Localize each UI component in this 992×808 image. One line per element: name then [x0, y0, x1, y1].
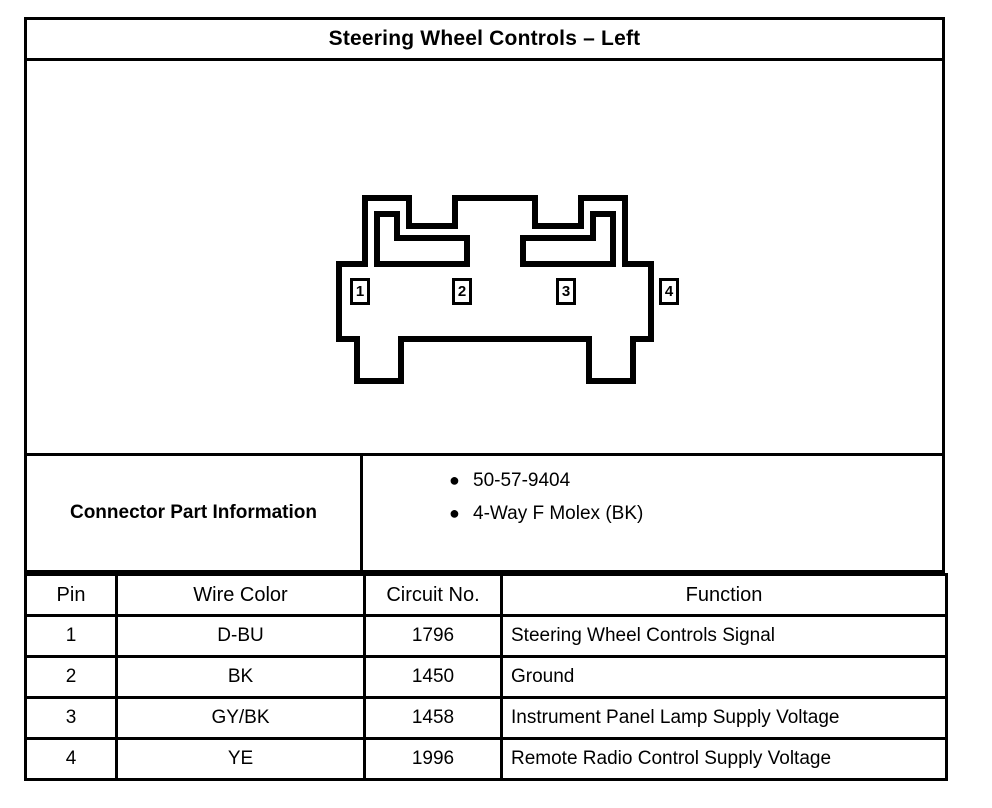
title-bar: Steering Wheel Controls – Left [24, 17, 945, 61]
cell-circuit-no: 1796 [363, 614, 503, 658]
cell-function: Instrument Panel Lamp Supply Voltage [500, 696, 948, 740]
cell-wire-color: YE [115, 737, 366, 781]
pin-marker-4-label: 4 [664, 283, 674, 300]
column-header-wire-color: Wire Color [115, 573, 366, 617]
column-header-pin: Pin [24, 573, 118, 617]
pin-marker-3-label: 3 [561, 283, 571, 300]
table-row: 2 BK 1450 Ground [24, 655, 948, 699]
pin-assignment-table: Pin Wire Color Circuit No. Function 1 D-… [24, 573, 948, 781]
connector-diagram-panel: 1 2 3 4 [24, 58, 945, 456]
list-item: ● 4-Way F Molex (BK) [449, 503, 942, 525]
connector-outline-icon [336, 195, 654, 384]
list-item: ● 50-57-9404 [449, 470, 942, 492]
cell-function: Steering Wheel Controls Signal [500, 614, 948, 658]
table-row: 3 GY/BK 1458 Instrument Panel Lamp Suppl… [24, 696, 948, 740]
cell-pin: 4 [24, 737, 118, 781]
pin-marker-1-label: 1 [355, 283, 365, 300]
connector-part-information-block: Connector Part Information ● 50-57-9404 … [24, 453, 945, 573]
cell-circuit-no: 1450 [363, 655, 503, 699]
column-header-circuit-no: Circuit No. [363, 573, 503, 617]
cell-circuit-no: 1996 [363, 737, 503, 781]
pin-marker-1: 1 [350, 278, 370, 305]
column-header-function: Function [500, 573, 948, 617]
cell-wire-color: D-BU [115, 614, 366, 658]
connector-drawing: 1 2 3 4 [295, 186, 695, 396]
cell-pin: 3 [24, 696, 118, 740]
cell-circuit-no: 1458 [363, 696, 503, 740]
pin-marker-4: 4 [659, 278, 679, 305]
cell-wire-color: GY/BK [115, 696, 366, 740]
cell-pin: 1 [24, 614, 118, 658]
table-header-row: Pin Wire Color Circuit No. Function [24, 573, 948, 617]
part-number-value: 50-57-9404 [473, 470, 571, 491]
table-row: 4 YE 1996 Remote Radio Control Supply Vo… [24, 737, 948, 781]
pin-marker-2: 2 [452, 278, 472, 305]
pin-marker-3: 3 [556, 278, 576, 305]
bullet-icon: ● [449, 502, 460, 523]
page-title: Steering Wheel Controls – Left [328, 27, 641, 50]
cell-function: Ground [500, 655, 948, 699]
connector-part-information-label: Connector Part Information [69, 502, 317, 523]
cell-wire-color: BK [115, 655, 366, 699]
connector-part-information-values: ● 50-57-9404 ● 4-Way F Molex (BK) [363, 456, 942, 570]
cell-function: Remote Radio Control Supply Voltage [500, 737, 948, 781]
connector-part-information-label-cell: Connector Part Information [27, 456, 363, 570]
cell-pin: 2 [24, 655, 118, 699]
bullet-icon: ● [449, 470, 460, 490]
part-description-value: 4-Way F Molex (BK) [473, 502, 644, 524]
table-row: 1 D-BU 1796 Steering Wheel Controls Sign… [24, 614, 948, 658]
pin-marker-2-label: 2 [457, 283, 467, 300]
